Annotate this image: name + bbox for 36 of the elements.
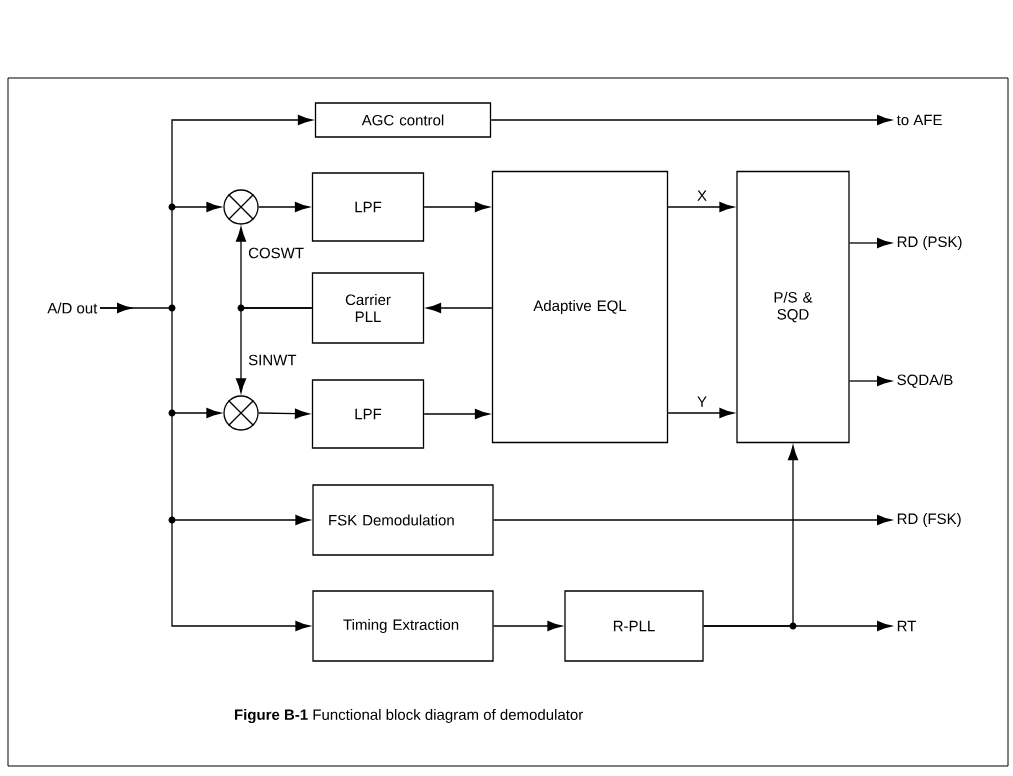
caption: Figure B-1 Functional block diagram of demodulator xyxy=(235,708,583,723)
arrow xyxy=(667,407,734,419)
arrow xyxy=(667,201,734,213)
output-label: RT xyxy=(897,620,917,632)
arrow xyxy=(258,201,310,213)
arrow xyxy=(426,302,493,314)
process-box: R-PLL xyxy=(564,590,704,662)
process-box: Adaptive EQL xyxy=(491,170,669,444)
process-box: Timing Extraction xyxy=(312,590,494,662)
edge-label: SINWT xyxy=(248,354,297,366)
arrow xyxy=(849,237,892,249)
mixer-symbol xyxy=(223,395,259,431)
input-label: A/D out xyxy=(47,302,98,314)
arrow xyxy=(849,375,892,387)
process-box: Carrier PLL xyxy=(311,272,425,344)
process-box: AGC control xyxy=(314,102,492,138)
arrow xyxy=(258,408,310,419)
arrow xyxy=(235,307,313,393)
arrow xyxy=(703,445,799,627)
arrow xyxy=(423,201,490,213)
edge-label: COSWT xyxy=(248,247,304,259)
output-label: SQDA/B xyxy=(897,374,953,388)
edge-label: Y xyxy=(697,396,707,407)
output-label: RD (PSK) xyxy=(897,236,962,250)
output-label: to AFE xyxy=(896,114,942,126)
arrow xyxy=(493,620,562,632)
process-box: LPF xyxy=(311,379,425,449)
process-box: P/S & SQD xyxy=(736,170,850,444)
process-box: FSK Demodulation xyxy=(312,484,494,556)
output-label: RD (FSK) xyxy=(897,513,961,527)
arrow xyxy=(490,114,892,126)
edge-label: X xyxy=(697,190,707,201)
process-box: LPF xyxy=(311,172,425,242)
arrow xyxy=(493,514,892,526)
arrow xyxy=(423,408,490,420)
mixer-symbol xyxy=(223,189,259,225)
